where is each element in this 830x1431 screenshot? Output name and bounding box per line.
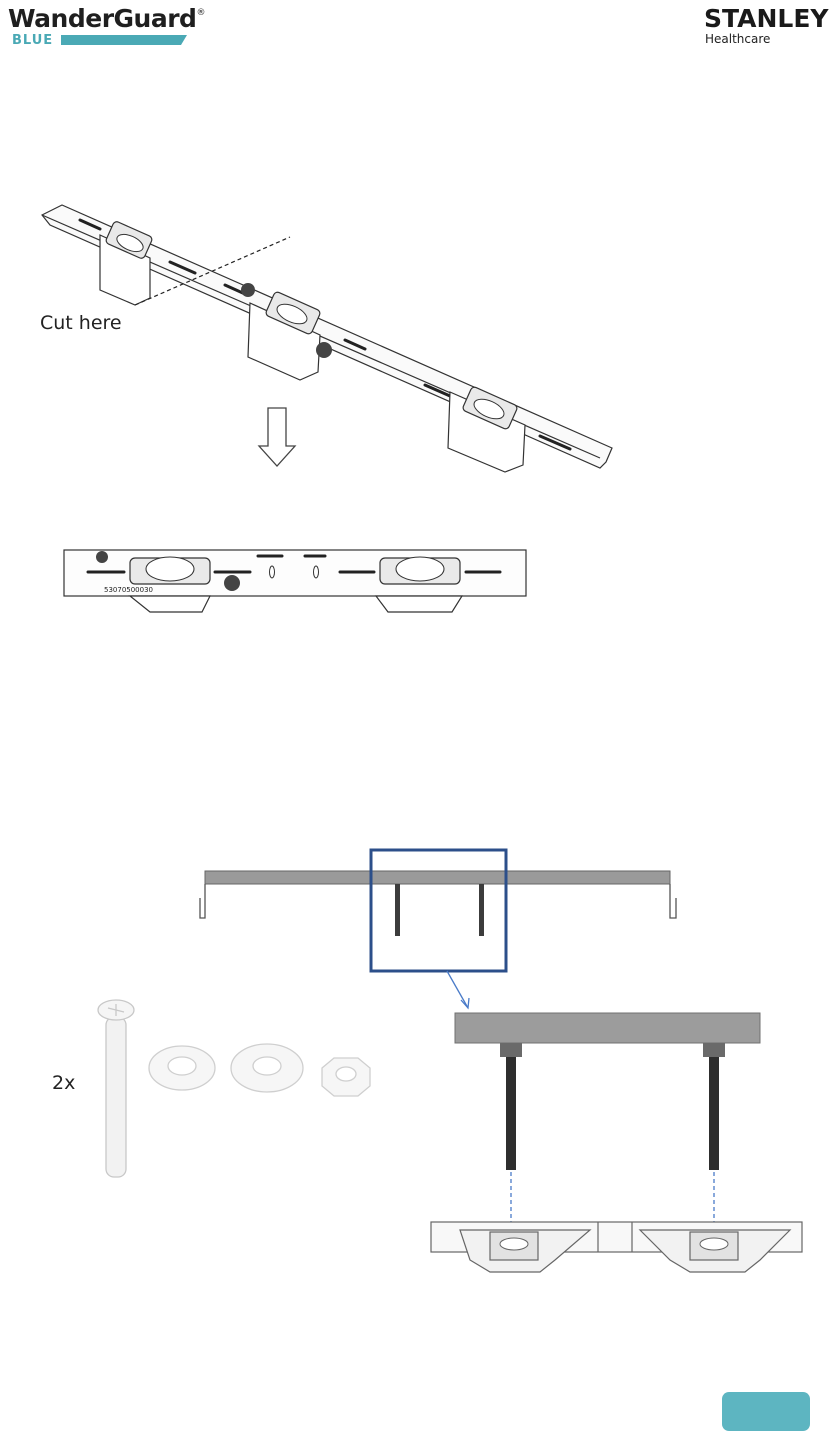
detail-callout-box	[371, 850, 506, 971]
hex-nut-icon	[322, 1058, 370, 1096]
quantity-label: 2x	[52, 1072, 75, 1094]
lock-washer-icon	[149, 1046, 215, 1090]
bolt-icon	[98, 1000, 134, 1177]
flat-washer-icon	[231, 1044, 303, 1092]
page-tab	[722, 1392, 810, 1431]
mounting-illustration	[0, 0, 830, 1300]
